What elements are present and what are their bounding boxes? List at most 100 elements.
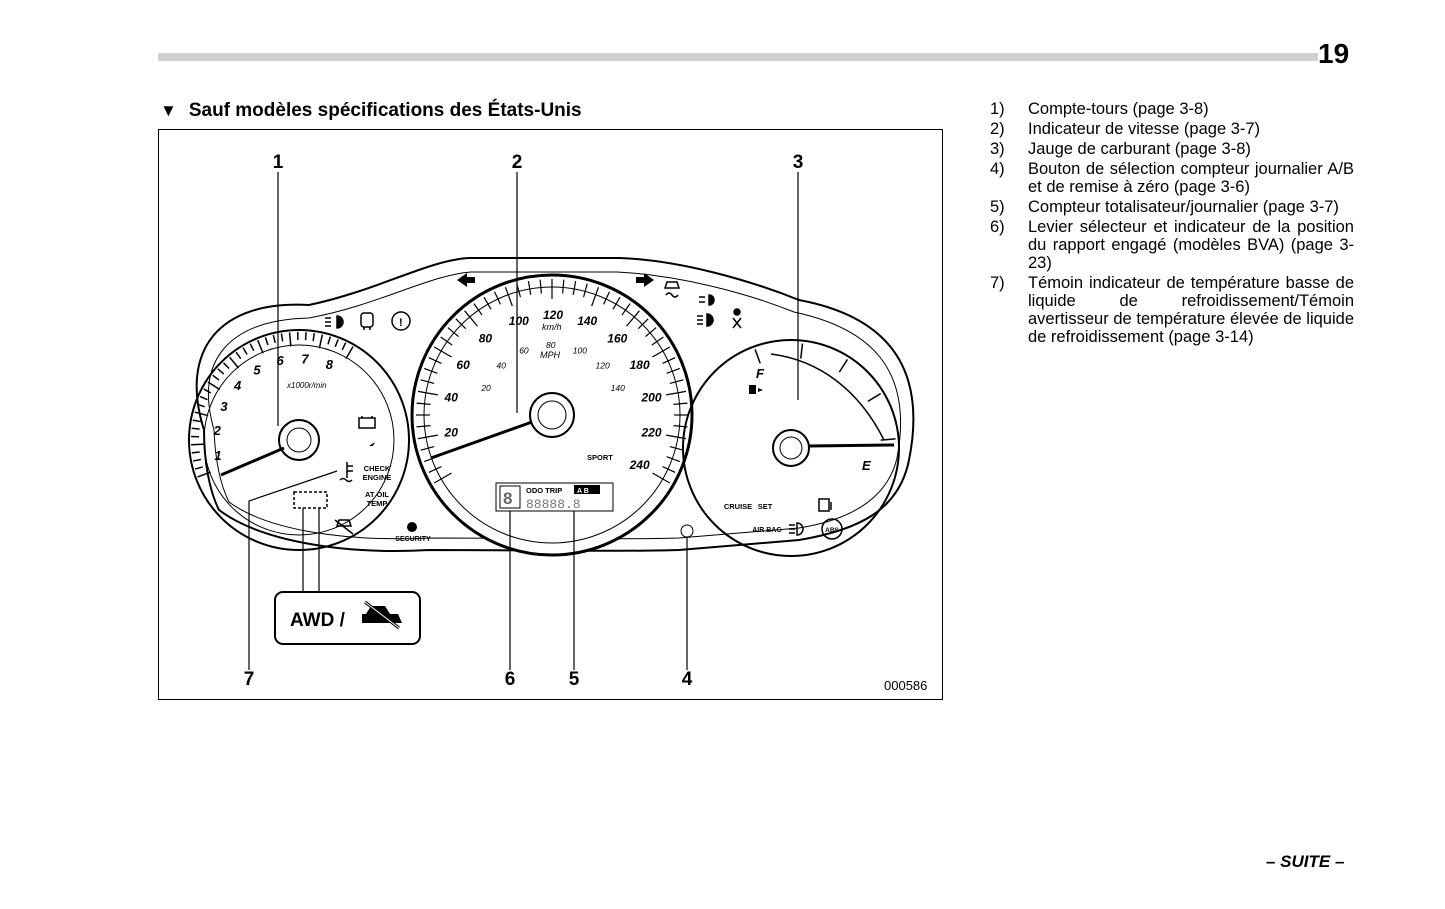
right-turn-icon xyxy=(636,273,654,287)
speedo-tick xyxy=(637,318,649,330)
speedo-tick xyxy=(662,466,676,474)
tach-tick xyxy=(197,471,211,478)
legend-number: 4) xyxy=(990,160,1005,178)
svg-text:!: ! xyxy=(399,317,403,329)
speedo-tick xyxy=(669,445,684,451)
section-title: ▼ Sauf modèles spécifications des États-U… xyxy=(160,100,582,122)
speedo-tick xyxy=(420,379,435,385)
speedo-kmh-number: 20 xyxy=(444,425,459,439)
speedo-tick xyxy=(572,280,577,295)
fuel-tick xyxy=(838,359,849,373)
speedo-mph-number: 100 xyxy=(573,345,587,355)
tach-unit: x1000r/min xyxy=(286,381,327,390)
speedo-kmh-number: 60 xyxy=(456,358,470,372)
fuel-tick xyxy=(880,438,896,441)
gear-indicator-box xyxy=(499,485,521,509)
legend-text: Témoin indicateur de température basse d… xyxy=(1028,274,1354,346)
tach-tick xyxy=(249,343,255,352)
speedo-tick xyxy=(455,318,467,330)
tach-number: 3 xyxy=(220,399,228,414)
legend-list: 1)Compte-tours (page 3-8) 2)Indicateur d… xyxy=(990,100,1354,348)
speedo-tick xyxy=(527,280,532,295)
abs-icon xyxy=(821,518,843,540)
speedo-tick xyxy=(420,445,435,451)
tach-tick xyxy=(194,466,203,470)
speedo-kmh-number: 40 xyxy=(444,391,459,405)
headlight-leveling-icon xyxy=(789,522,804,536)
speedo-kmh-number: 120 xyxy=(543,308,563,322)
lcd-ab: A B xyxy=(577,488,589,495)
callout-leader-lines xyxy=(248,172,799,670)
speedo-tick xyxy=(416,425,431,428)
at-oil-label-1: AT OIL xyxy=(365,490,389,499)
speedo-mph-unit: MPH xyxy=(540,350,561,360)
car-skid-icon xyxy=(362,600,402,630)
awd-indicator-window xyxy=(293,491,328,509)
tach-tick xyxy=(199,395,208,401)
legend-item: 4) Bouton de sélection compteur journalie… xyxy=(990,160,1354,196)
door-open-icon xyxy=(360,312,374,330)
abs-label: ABS xyxy=(825,527,839,534)
tach-tick xyxy=(194,411,209,417)
tach-tick xyxy=(327,336,332,345)
speedo-tick xyxy=(562,279,565,294)
legend-item: 6) Levier sélecteur et indicateur de la p… xyxy=(990,218,1354,272)
speedo-kmh-number: 220 xyxy=(640,425,661,439)
section-title-text: Sauf modèles spécifications des États-Un… xyxy=(188,100,582,121)
oil-pressure-icon xyxy=(355,442,375,446)
speedo-tick xyxy=(483,296,492,310)
legend-item: 7)Témoin indicateur de température basse… xyxy=(990,274,1354,346)
tach-tick xyxy=(191,443,206,446)
tach-number: 4 xyxy=(233,378,242,393)
header-rule xyxy=(158,53,1318,61)
legend-number: 1) xyxy=(990,100,1005,118)
speedo-tick xyxy=(669,379,684,385)
tach-tick xyxy=(334,339,339,348)
coolant-temp-icon xyxy=(339,462,353,483)
legend-item: 1) Compte-tours (page 3-8) xyxy=(990,100,1354,118)
headlight-icon xyxy=(699,294,715,306)
callout-7: 7 xyxy=(244,669,255,690)
speedo-tick xyxy=(666,456,681,463)
speedo-mph-number: 60 xyxy=(519,345,529,355)
speedo-tick xyxy=(582,283,588,298)
legend-text: Compte-tours (page 3-8) xyxy=(1028,100,1209,118)
tach-tick xyxy=(280,333,284,342)
callout-4: 4 xyxy=(682,669,693,690)
speedo-tick xyxy=(673,402,688,405)
figure-id: 000586 xyxy=(884,678,927,693)
tach-tick xyxy=(288,332,292,347)
speedo-tick xyxy=(473,303,483,316)
legend-number: 6) xyxy=(990,218,1005,236)
fuel-tick xyxy=(754,349,761,364)
tach-number: 2 xyxy=(213,423,222,438)
tach-number: 7 xyxy=(301,351,309,366)
legend-text: Bouton de sélection compteur journalier … xyxy=(1028,160,1354,196)
tach-tick xyxy=(191,427,200,430)
warning-icons: ! xyxy=(293,273,843,540)
tach-tick xyxy=(345,346,354,359)
speedo-tick xyxy=(539,279,542,294)
check-engine-label-1: CHECK xyxy=(364,464,391,473)
awd-label: AWD / xyxy=(290,610,346,631)
set-label: SET xyxy=(758,502,773,511)
speedo-tick xyxy=(423,456,438,463)
tach-tick xyxy=(229,356,240,369)
speedo-tick xyxy=(666,390,687,396)
speedo-mph-number: 80 xyxy=(546,340,556,350)
speedo-tick xyxy=(464,310,478,327)
speedo-tick xyxy=(652,346,671,358)
legend-text: Compteur totalisateur/journalier (page 3… xyxy=(1028,198,1339,216)
cruise-label: CRUISE xyxy=(724,502,752,511)
section-marker: ▼ xyxy=(160,101,177,120)
tach-tick xyxy=(196,403,205,408)
legend-text: Levier sélecteur et indicateur de la pos… xyxy=(1028,218,1354,272)
legend-number: 5) xyxy=(990,198,1005,216)
fuel-tick xyxy=(800,343,804,359)
left-turn-icon xyxy=(457,273,475,287)
tach-number: 8 xyxy=(326,357,334,372)
tach-tick xyxy=(318,334,324,349)
speedo-mph-number: 40 xyxy=(497,361,507,371)
